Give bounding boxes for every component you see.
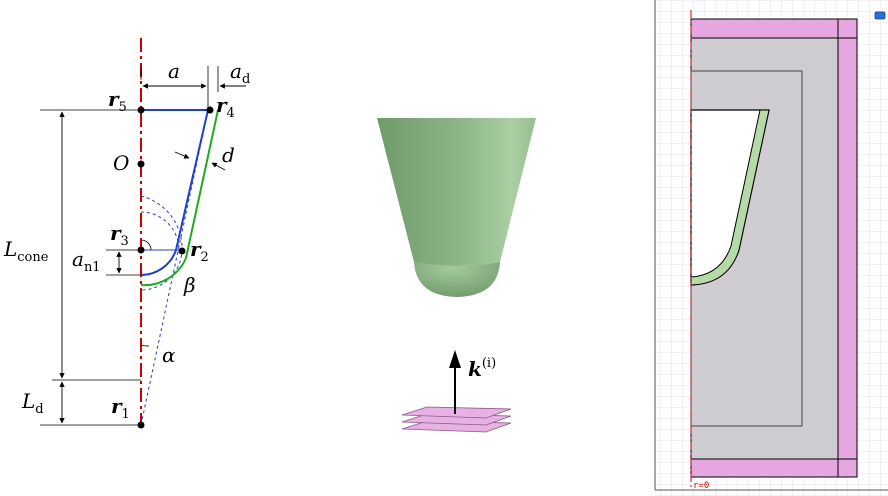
k-vector-head (449, 350, 461, 368)
label-k-vector: k(i) (468, 356, 496, 381)
fem-domain-panel: r=0 (654, 0, 888, 496)
construction-circle (140, 195, 183, 291)
label-alpha: α (162, 343, 176, 367)
label-Ld: Ld (21, 389, 44, 417)
label-r2: r2 (190, 237, 209, 265)
pml-corner-top (837, 18, 858, 39)
point-r1 (137, 421, 145, 429)
label-Lcone: Lcone (3, 237, 49, 265)
pml-right (837, 18, 858, 478)
point-r5 (137, 106, 145, 114)
label-beta: β (183, 273, 196, 297)
point-O (137, 160, 145, 168)
point-r2 (178, 247, 186, 255)
label-r4: r4 (216, 93, 235, 121)
construction-circle-outer (140, 211, 180, 251)
right-angle-arc (140, 239, 152, 251)
geometry-schematic: r5 r4 O r3 r2 r1 a ad d an1 β α Lcone Ld (3, 38, 250, 430)
pml-corner-bottom (837, 458, 858, 478)
inner-contour (140, 109, 210, 276)
wave-plane-1 (401, 406, 512, 419)
cone-body (377, 118, 536, 266)
label-r5: r5 (108, 87, 127, 115)
label-d: d (222, 143, 235, 167)
label-ad: ad (230, 59, 250, 87)
pml-top (690, 18, 858, 39)
view-toggle-icon[interactable] (874, 11, 886, 20)
cone-3d-render (377, 118, 536, 297)
alpha-arc (140, 344, 150, 347)
cone-cap (414, 262, 500, 297)
axis-label: r=0 (693, 481, 709, 491)
label-O: O (113, 151, 129, 175)
label-an1: an1 (72, 247, 101, 275)
d-arrow-in (174, 151, 190, 159)
point-r3 (137, 246, 145, 254)
label-r3: r3 (110, 221, 129, 249)
pml-bottom (690, 458, 858, 478)
outer-contour (140, 109, 219, 287)
label-a: a (168, 59, 180, 83)
point-r4 (206, 106, 214, 114)
d-arrow-out (211, 162, 226, 171)
incident-wave: k(i) (401, 350, 512, 433)
label-r1: r1 (111, 394, 130, 422)
